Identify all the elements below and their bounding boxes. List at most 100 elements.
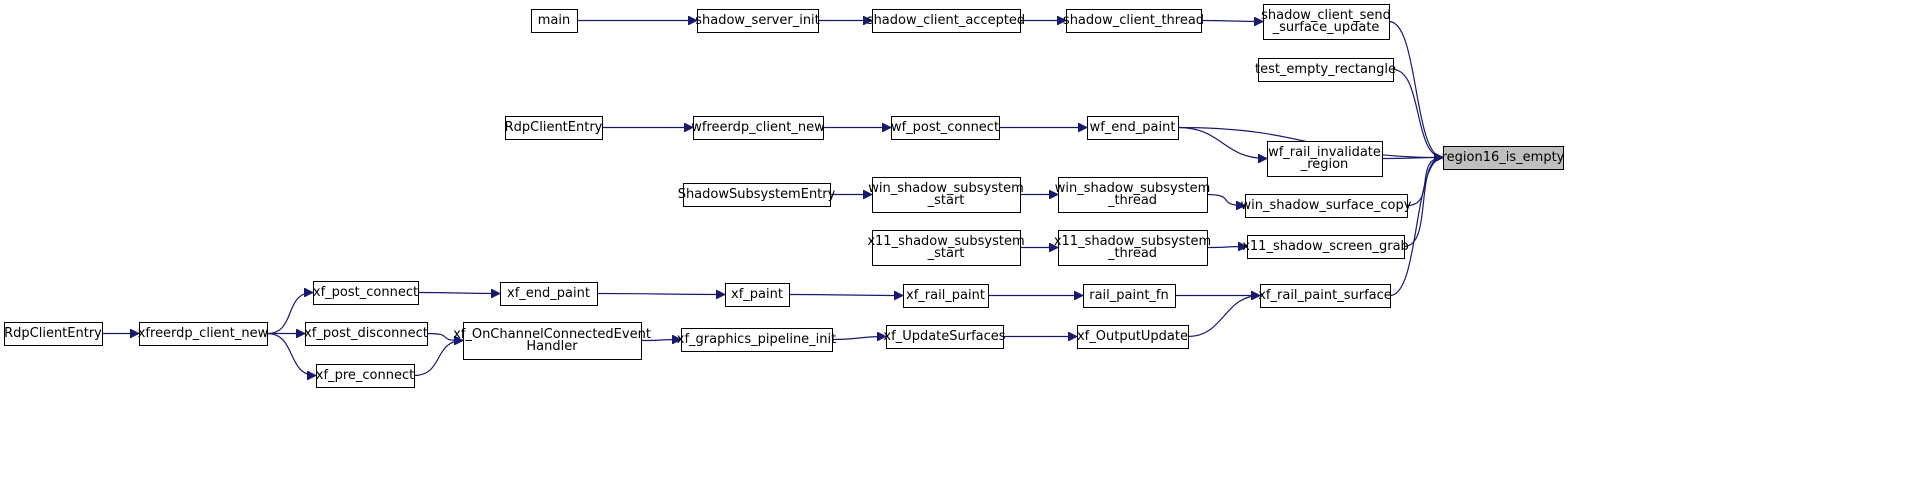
graph-node-rail-paint-fn[interactable]: rail_paint_fn <box>1083 284 1176 308</box>
node-label: win_shadow_subsystem <box>868 181 1024 196</box>
node-box[interactable] <box>305 322 428 346</box>
node-label: shadow_server_init <box>695 13 820 28</box>
node-label: xf_OnChannelConnectedEvent <box>453 327 651 342</box>
node-box[interactable] <box>872 9 1021 33</box>
node-box[interactable] <box>463 322 642 360</box>
graph-node-win-shadow-surface-copy[interactable]: win_shadow_surface_copy <box>1241 194 1412 218</box>
call-edge-wf_end_paint-to-wf_rail_invalidate_region <box>1177 126 1267 159</box>
graph-node-x11-shadow-subsystem-thread[interactable]: x11_shadow_subsystem_thread <box>1054 230 1211 266</box>
node-label: xf_UpdateSurfaces <box>883 329 1005 344</box>
node-box[interactable] <box>1083 284 1176 308</box>
node-label: xf_post_connect <box>313 285 418 300</box>
node-box[interactable] <box>1263 4 1390 40</box>
node-box[interactable] <box>886 325 1004 349</box>
node-box[interactable] <box>725 283 790 307</box>
graph-node-shadow-client-thread[interactable]: shadow_client_thread <box>1063 9 1204 33</box>
graph-node-wf-end-paint[interactable]: wf_end_paint <box>1087 116 1179 140</box>
call-edge-x11_shadow_subsystem_thread-to-x11_shadow_screen_grab <box>1206 247 1247 248</box>
call-edge-test_empty_rectangle-to-region16_is_empty <box>1392 68 1444 158</box>
node-box[interactable] <box>1258 58 1394 82</box>
node-box[interactable] <box>4 322 103 346</box>
node-box[interactable] <box>505 116 603 140</box>
node-label: RdpClientEntry <box>505 120 603 135</box>
node-box[interactable] <box>903 284 989 308</box>
graph-node-xf-pre-connect[interactable]: xf_pre_connect <box>316 364 415 388</box>
call-edge-xf_outputupdate-to-xf_rail_paint_surface <box>1187 296 1260 338</box>
graph-node-test-empty-rectangle[interactable]: test_empty_rectangle <box>1255 58 1396 82</box>
call-edge-xf_graphics_pipeline_init-to-xf_updatesurfaces <box>831 337 886 340</box>
node-box[interactable] <box>316 364 415 388</box>
node-box[interactable] <box>1077 325 1189 349</box>
node-box[interactable] <box>891 116 1000 140</box>
graph-node-win-shadow-subsystem-start[interactable]: win_shadow_subsystem_start <box>868 177 1024 213</box>
graph-node-xf-paint[interactable]: xf_paint <box>725 283 790 307</box>
call-edge-shadow_client_thread-to-shadow_client_send_surface_update <box>1200 21 1263 22</box>
node-label: win_shadow_subsystem <box>1055 181 1211 196</box>
node-box[interactable] <box>1058 230 1208 266</box>
node-box[interactable] <box>1260 284 1391 308</box>
node-label: xfreerdp_client_new <box>138 326 269 341</box>
node-box[interactable] <box>681 328 833 352</box>
graph-node-xf-end-paint[interactable]: xf_end_paint <box>500 282 598 306</box>
node-box[interactable] <box>683 183 831 207</box>
node-label: wf_post_connect <box>891 120 999 135</box>
graph-node-xf-post-disconnect[interactable]: xf_post_disconnect <box>304 322 428 346</box>
node-label: RdpClientEntry <box>4 326 102 341</box>
node-label: xf_end_paint <box>507 286 590 301</box>
node-box[interactable] <box>313 281 419 305</box>
node-box[interactable] <box>1058 177 1208 213</box>
call-edge-xf_onchannelconnectedeventhandler-to-xf_graphics_pipeline_init <box>640 340 681 341</box>
graph-node-xf-outputupdate[interactable]: xf_OutputUpdate <box>1077 325 1189 349</box>
node-label: test_empty_rectangle <box>1255 62 1396 77</box>
node-label: Handler <box>526 339 578 354</box>
node-box[interactable] <box>1247 235 1405 259</box>
graph-node-xf-rail-paint[interactable]: xf_rail_paint <box>903 284 989 308</box>
node-label: _start <box>927 246 965 261</box>
node-box[interactable] <box>872 230 1021 266</box>
node-label: _thread <box>1107 193 1157 208</box>
graph-node-xf-updatesurfaces[interactable]: xf_UpdateSurfaces <box>883 325 1006 349</box>
graph-node-shadow-client-accepted[interactable]: shadow_client_accepted <box>867 9 1025 33</box>
node-label: wf_end_paint <box>1090 120 1176 135</box>
node-box[interactable] <box>1066 9 1202 33</box>
graph-node-x11-shadow-screen-grab[interactable]: x11_shadow_screen_grab <box>1242 235 1409 259</box>
node-label: _start <box>927 193 965 208</box>
graph-node-xfreerdp-client-new[interactable]: xfreerdp_client_new <box>138 322 269 346</box>
graph-node-region16-is-empty[interactable]: region16_is_empty <box>1442 146 1565 170</box>
graph-node-xf-graphics-pipeline-init[interactable]: xf_graphics_pipeline_init <box>677 328 837 352</box>
node-label: _thread <box>1107 246 1157 261</box>
graph-node-xf-post-connect[interactable]: xf_post_connect <box>313 281 419 305</box>
node-box[interactable] <box>1267 141 1383 177</box>
node-box[interactable] <box>139 322 268 346</box>
graph-node-xf-rail-paint-surface[interactable]: xf_rail_paint_surface <box>1258 284 1392 308</box>
node-box[interactable] <box>1443 146 1564 170</box>
call-edge-xf_post_connect-to-xf_end_paint <box>417 293 500 294</box>
node-label: ShadowSubsystemEntry <box>678 187 836 202</box>
graph-node-x11-shadow-subsystem-start[interactable]: x11_shadow_subsystem_start <box>867 230 1025 266</box>
node-label: shadow_client_accepted <box>867 13 1025 28</box>
node-box[interactable] <box>500 282 598 306</box>
graph-node-shadow-client-send-surface-update[interactable]: shadow_client_send_surface_update <box>1261 4 1391 40</box>
graph-node-wf-post-connect[interactable]: wf_post_connect <box>891 116 1000 140</box>
node-box[interactable] <box>693 116 824 140</box>
call-edge-win_shadow_subsystem_thread-to-win_shadow_surface_copy <box>1206 193 1245 206</box>
graph-node-win-shadow-subsystem-thread[interactable]: win_shadow_subsystem_thread <box>1055 177 1211 213</box>
graph-node-wfreerdp-client-new[interactable]: wfreerdp_client_new <box>691 116 825 140</box>
graph-node-main[interactable]: main <box>531 9 578 33</box>
node-box[interactable] <box>531 9 578 33</box>
graph-node-shadow-server-init[interactable]: shadow_server_init <box>695 9 820 33</box>
graph-node-rdpcliententry-w[interactable]: RdpClientEntry <box>505 116 603 140</box>
call-edge-xf_pre_connect-to-xf_onchannelconnectedeventhandler <box>413 341 463 377</box>
node-label: _region <box>1300 157 1349 172</box>
graph-node-wf-rail-invalidate-region[interactable]: wf_rail_invalidate_region <box>1267 141 1383 177</box>
call-edge-shadow_client_send_surface_update-to-region16_is_empty <box>1388 20 1444 158</box>
node-box[interactable] <box>1245 194 1408 218</box>
node-box[interactable] <box>697 9 819 33</box>
node-label: xf_graphics_pipeline_init <box>677 332 837 347</box>
graph-node-shadowsubsystementry[interactable]: ShadowSubsystemEntry <box>678 183 836 207</box>
node-box[interactable] <box>1087 116 1179 140</box>
graph-node-rdpcliententry-x[interactable]: RdpClientEntry <box>4 322 103 346</box>
node-label: xf_rail_paint_surface <box>1258 288 1392 303</box>
node-box[interactable] <box>872 177 1021 213</box>
